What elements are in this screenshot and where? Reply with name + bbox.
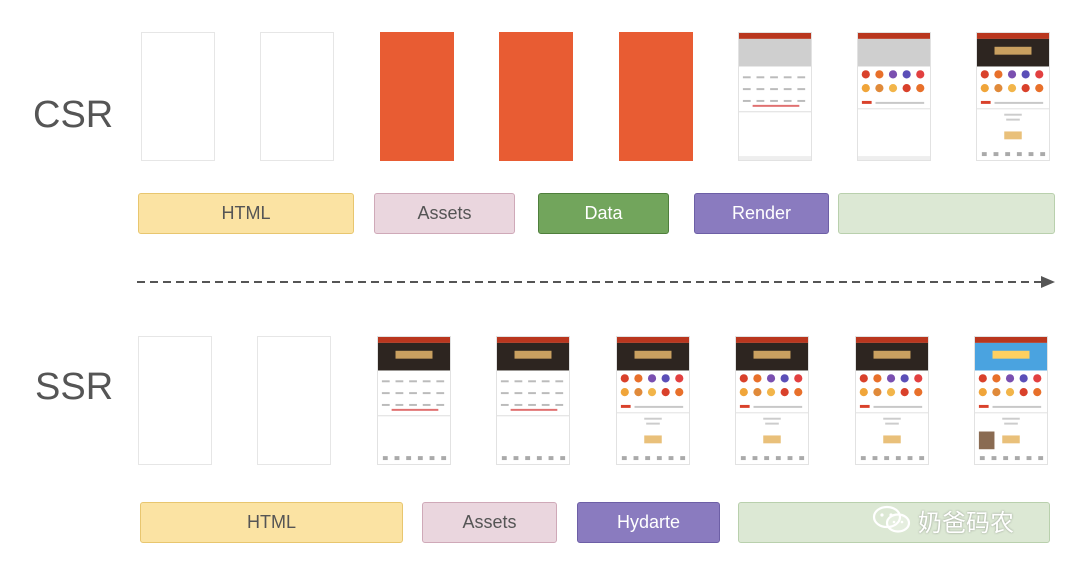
csr-frame-loading xyxy=(499,32,573,161)
csr-frame-partial xyxy=(857,32,931,161)
ssr-frame-html xyxy=(496,336,570,465)
csr-frame-loading xyxy=(619,32,693,161)
ssr-frame-blank xyxy=(138,336,212,465)
ssr-bar-assets: Assets xyxy=(422,502,557,543)
csr-frame-blank xyxy=(260,32,334,161)
ssr-label: SSR xyxy=(35,366,114,408)
ssr-frame-full xyxy=(616,336,690,465)
ssr-frame-full-blue xyxy=(974,336,1048,465)
ssr-bar-hydrate: Hydarte xyxy=(577,502,720,543)
csr-bar-html: HTML xyxy=(138,193,354,234)
ssr-frame-blank xyxy=(257,336,331,465)
csr-bar-assets: Assets xyxy=(374,193,515,234)
csr-frame-loading xyxy=(380,32,454,161)
csr-bar-interactive xyxy=(838,193,1055,234)
timeline-arrow xyxy=(137,276,1055,288)
watermark: 奶爸码农 xyxy=(872,503,1062,537)
csr-frame-full xyxy=(976,32,1050,161)
wechat-icon xyxy=(872,505,911,533)
csr-frame-blank xyxy=(141,32,215,161)
ssr-frame-full xyxy=(855,336,929,465)
watermark-text: 奶爸码农 xyxy=(918,508,1014,537)
ssr-bar-html: HTML xyxy=(140,502,403,543)
csr-label: CSR xyxy=(33,94,114,136)
ssr-frame-full xyxy=(735,336,809,465)
ssr-frame-html xyxy=(377,336,451,465)
csr-bar-data: Data xyxy=(538,193,669,234)
csr-bar-render: Render xyxy=(694,193,829,234)
csr-frame-skeleton xyxy=(738,32,812,161)
